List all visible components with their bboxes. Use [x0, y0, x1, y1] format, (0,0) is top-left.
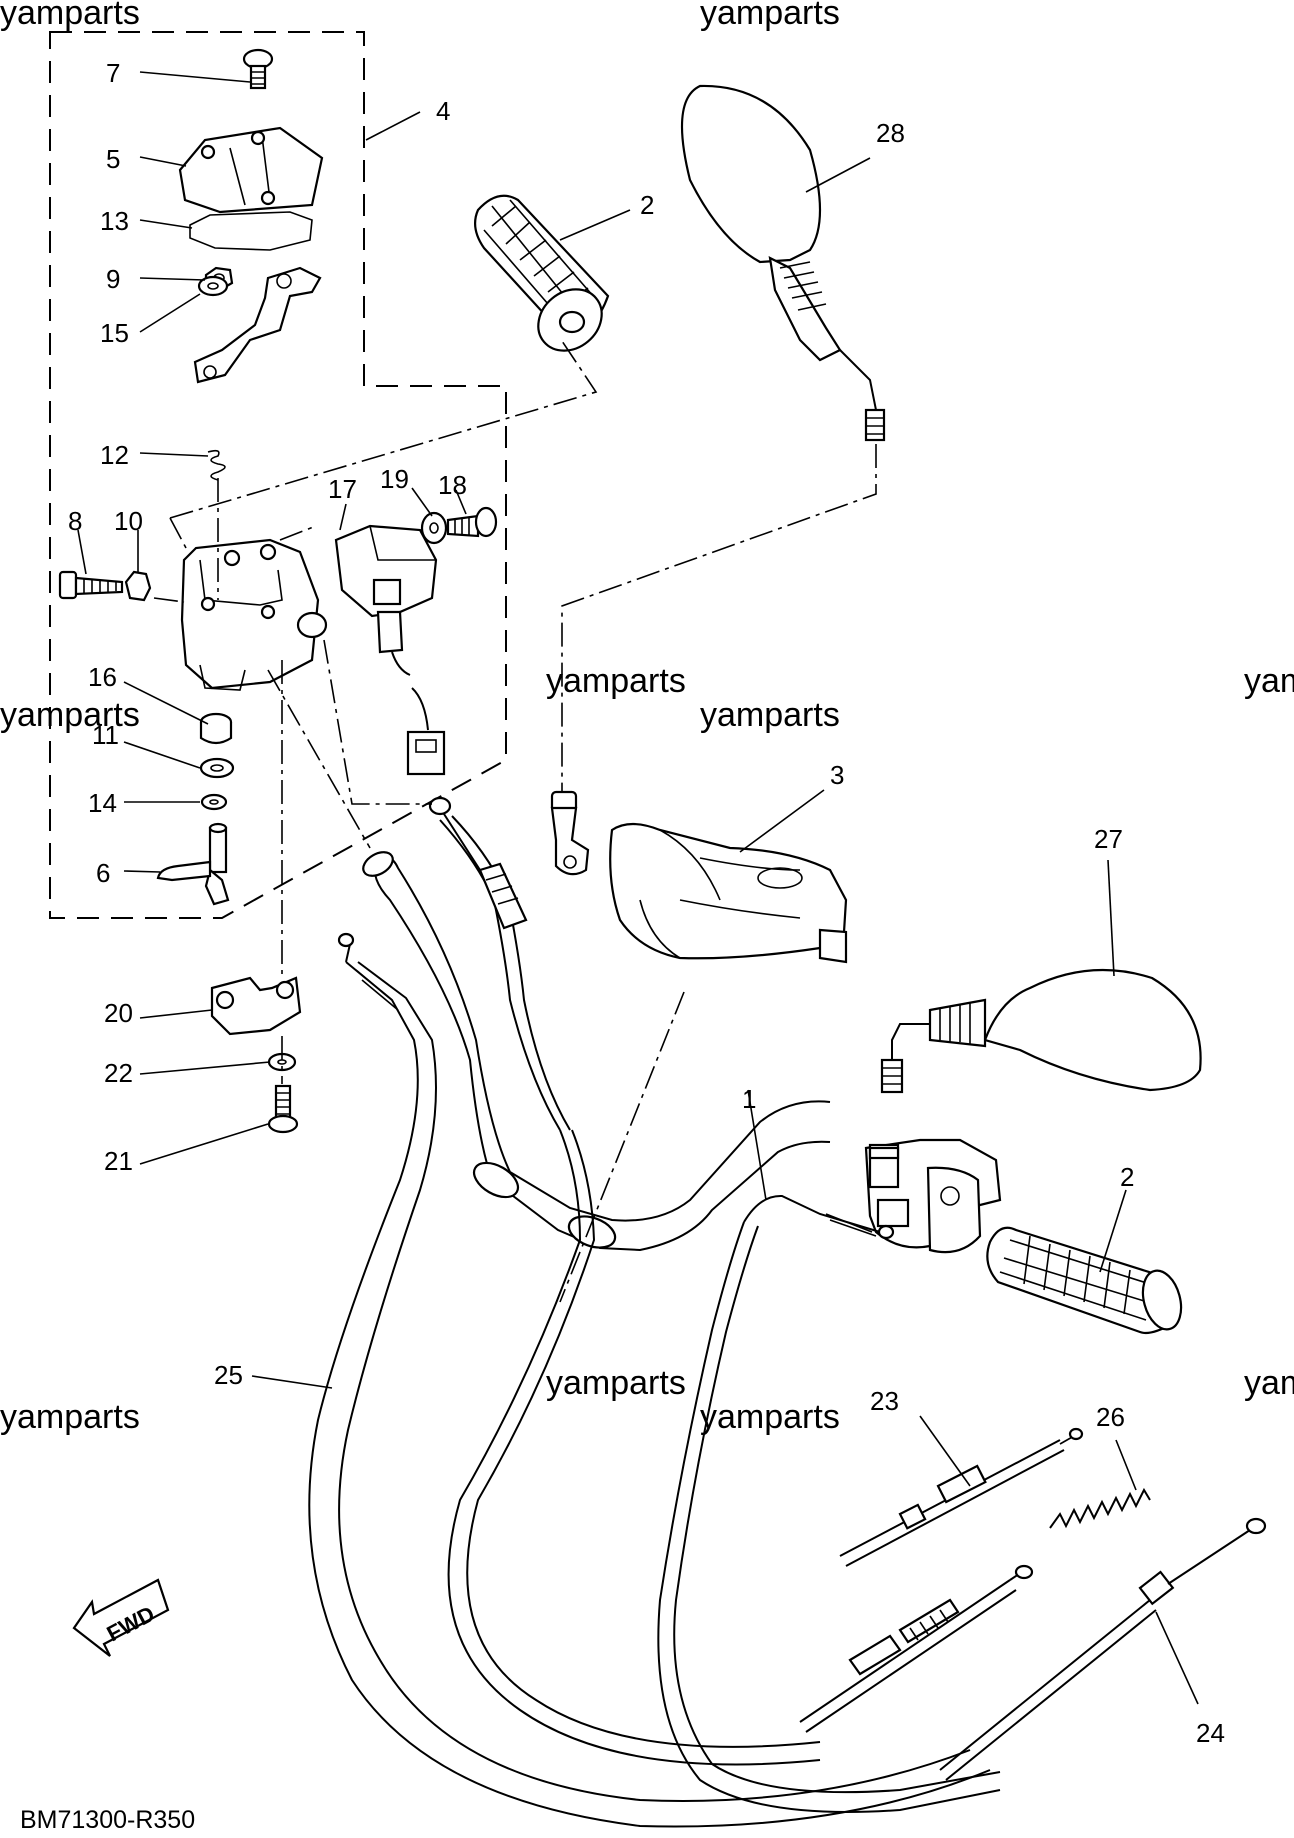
part-17-switch	[334, 524, 438, 676]
leader-lines	[77, 71, 1199, 1705]
part-label-5: 5	[106, 144, 120, 174]
part-labels: 7 4 5 13 9 15 12 8 10 17 19 18 16 11 14 …	[68, 58, 1225, 1748]
part-23-cable	[839, 1427, 1084, 1567]
watermark: yamparts	[700, 696, 840, 734]
part-label-14: 14	[88, 788, 117, 818]
switch-housing	[180, 538, 328, 691]
cable-loop-center-inner	[466, 1129, 821, 1748]
part-18-screw	[446, 506, 498, 538]
cable-right-lower	[657, 1221, 1001, 1813]
part-13-gasket	[189, 211, 313, 251]
part-19-washer	[420, 511, 448, 545]
part-label-12: 12	[100, 440, 129, 470]
cable-upper-left-inner	[451, 815, 571, 1131]
part-8-screw	[58, 570, 124, 600]
part-11-washer	[199, 757, 235, 779]
watermark: yam	[1244, 662, 1294, 700]
switch-assembly-boundary	[49, 31, 507, 919]
part-label-26: 26	[1096, 1402, 1125, 1432]
part-label-23: 23	[870, 1386, 899, 1416]
adjuster-cable	[799, 1564, 1034, 1733]
part-label-11: 11	[92, 720, 119, 750]
part-10-nut	[124, 570, 152, 602]
part-27-mirror-right	[880, 968, 1202, 1094]
mirror-holder-bracket	[550, 790, 590, 876]
part-label-9: 9	[106, 264, 120, 294]
watermarks: yamparts yamparts yamparts yamparts yamp…	[0, 0, 1294, 1436]
part-2-grip-left	[473, 194, 610, 352]
part-16-collar	[199, 712, 233, 745]
part-7-screw	[242, 48, 274, 90]
watermark: yamparts	[546, 1364, 686, 1402]
part-25-cable-inner	[338, 961, 971, 1802]
part-label-21: 21	[104, 1146, 133, 1176]
part-12-spring	[207, 449, 226, 481]
part-21-screw	[267, 1084, 299, 1134]
watermark: yamparts	[700, 1398, 840, 1436]
watermark: yamparts	[0, 1398, 140, 1436]
part-label-16: 16	[88, 662, 117, 692]
part-label-28: 28	[876, 118, 905, 148]
watermark: yamparts	[700, 0, 840, 32]
part-label-25: 25	[214, 1360, 243, 1390]
switch-connector	[406, 687, 446, 776]
part-20-holder	[210, 976, 302, 1036]
part-label-10: 10	[114, 506, 143, 536]
cable-loop-center	[447, 1129, 821, 1766]
part-label-7: 7	[106, 58, 120, 88]
part-label-8: 8	[68, 506, 82, 536]
part-26-spring	[1049, 1487, 1151, 1529]
part-3-cover	[609, 822, 848, 964]
part-label-19: 19	[380, 464, 409, 494]
watermark: yamparts	[0, 0, 140, 32]
cable-upper-left	[439, 819, 561, 1131]
right-switch-and-grip	[864, 1138, 1183, 1335]
part-label-17: 17	[328, 474, 357, 504]
part-label-4: 4	[436, 96, 450, 126]
part-6-lever	[156, 822, 230, 906]
part-label-3: 3	[830, 760, 844, 790]
part-14-washer	[200, 793, 228, 811]
alignment-lines	[153, 337, 877, 1303]
throttle-cable-nipple	[877, 1224, 895, 1240]
watermark: yamparts	[0, 696, 140, 734]
watermark: yamparts	[546, 662, 686, 700]
throttle-cable-thread	[825, 1213, 877, 1237]
cable-right-lower-inner	[673, 1225, 1001, 1794]
part-label-1: 1	[742, 1084, 756, 1114]
part-label-6: 6	[96, 858, 110, 888]
part-label-2-right: 2	[1120, 1162, 1134, 1192]
part-label-22: 22	[104, 1058, 133, 1088]
forward-arrow-icon: FWD	[72, 1578, 170, 1657]
part-25-cable	[308, 961, 991, 1828]
part-28-mirror-left	[680, 84, 886, 442]
part-label-24: 24	[1196, 1718, 1225, 1748]
part-label-20: 20	[104, 998, 133, 1028]
part-label-15: 15	[100, 318, 129, 348]
part-15-bracket	[193, 266, 322, 384]
diagram-code: BM71300-R350	[20, 1806, 195, 1834]
part-label-13: 13	[100, 206, 129, 236]
part-5-cover	[178, 126, 324, 214]
clutch-cable-upper	[337, 796, 528, 1011]
part-label-18: 18	[438, 470, 467, 500]
part-label-2-top: 2	[640, 190, 654, 220]
watermark: yam	[1244, 1364, 1294, 1402]
part-24-cable	[939, 1517, 1267, 1781]
part-label-27: 27	[1094, 824, 1123, 854]
